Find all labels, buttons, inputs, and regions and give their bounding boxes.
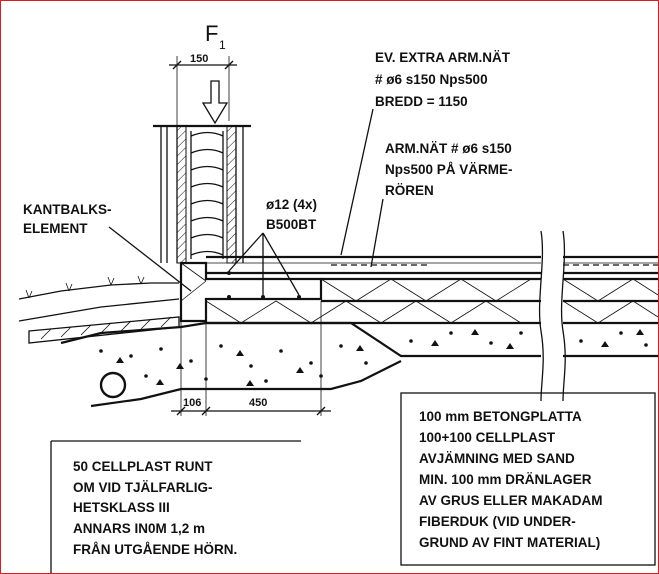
svg-text:100+100 CELLPLAST: 100+100 CELLPLAST xyxy=(419,430,556,445)
rebar-1 xyxy=(227,295,231,299)
label-rebar: ø12 (4x) B500BT xyxy=(266,197,317,232)
drain-pipe xyxy=(99,371,127,399)
force-subscript: 1 xyxy=(219,38,226,52)
wall xyxy=(153,124,251,264)
svg-text:50 CELLPLAST RUNT: 50 CELLPLAST RUNT xyxy=(73,459,213,474)
dimension-450: 450 xyxy=(249,397,267,409)
force-arrow xyxy=(201,80,229,125)
dimension-150: 150 xyxy=(190,53,208,65)
label-extra-mesh: EV. EXTRA ARM.NÄT # ø6 s150 Nps500 BREDD… xyxy=(340,50,511,256)
svg-text:ARM.NÄT # ø6 s150: ARM.NÄT # ø6 s150 xyxy=(385,141,512,156)
note-left: 50 CELLPLAST RUNT OM VID TJÄLFARLIG- HET… xyxy=(50,440,301,573)
svg-text:100 mm BETONGPLATTA: 100 mm BETONGPLATTA xyxy=(419,409,582,424)
dimension-106: 106 xyxy=(183,397,201,409)
wall-insulation xyxy=(190,131,224,259)
rebar-2 xyxy=(261,295,265,299)
svg-text:ELEMENT: ELEMENT xyxy=(23,221,88,236)
svg-text:B500BT: B500BT xyxy=(266,217,317,232)
rebar-3 xyxy=(297,295,301,299)
break-line xyxy=(538,230,566,402)
force-symbol: F xyxy=(205,21,218,46)
svg-text:FIBERDUK (VID UNDER-: FIBERDUK (VID UNDER- xyxy=(419,514,576,529)
dimensions-bottom: 106 450 xyxy=(171,301,331,416)
svg-text:RÖREN: RÖREN xyxy=(385,183,434,198)
svg-text:GRUND AV FINT MATERIAL): GRUND AV FINT MATERIAL) xyxy=(419,535,600,550)
svg-text:Nps500 PÅ VÄRME-: Nps500 PÅ VÄRME- xyxy=(385,162,513,177)
svg-text:ANNARS IN0M 1,2 m: ANNARS IN0M 1,2 m xyxy=(73,521,205,536)
wall-inner-board xyxy=(226,125,237,264)
dimension-wall-width: 150 xyxy=(169,53,237,126)
force-f1: F 1 xyxy=(201,21,229,125)
note-right: 100 mm BETONGPLATTA 100+100 CELLPLAST AV… xyxy=(400,392,656,566)
svg-text:OM VID TJÄLFARLIG-: OM VID TJÄLFARLIG- xyxy=(73,480,213,495)
svg-text:AV GRUS ELLER MAKADAM: AV GRUS ELLER MAKADAM xyxy=(419,493,603,508)
gravel-pattern xyxy=(99,329,648,386)
svg-text:AVJÄMNING MED SAND: AVJÄMNING MED SAND xyxy=(419,451,575,466)
svg-text:KANTBALKS-: KANTBALKS- xyxy=(23,202,112,217)
label-mesh: ARM.NÄT # ø6 s150 Nps500 PÅ VÄRME- RÖREN xyxy=(370,141,513,268)
svg-text:EV. EXTRA ARM.NÄT: EV. EXTRA ARM.NÄT xyxy=(375,50,511,65)
edge-beam-element xyxy=(179,232,323,323)
svg-text:# ø6 s150 Nps500: # ø6 s150 Nps500 xyxy=(375,72,488,87)
svg-text:MIN. 100 mm DRÄNLAGER: MIN. 100 mm DRÄNLAGER xyxy=(419,472,592,487)
concrete-slab xyxy=(206,255,658,275)
insulation-layers xyxy=(205,277,658,325)
rebar-leaders xyxy=(228,232,300,296)
svg-text:FRÅN UTGÅENDE HÖRN.: FRÅN UTGÅENDE HÖRN. xyxy=(73,542,237,557)
svg-text:ø12 (4x): ø12 (4x) xyxy=(266,197,317,212)
svg-text:HETSKLASS III: HETSKLASS III xyxy=(73,500,170,515)
svg-text:BREDD = 1150: BREDD = 1150 xyxy=(375,94,468,109)
wall-cladding xyxy=(176,125,187,264)
label-edge-beam: KANTBALKS- ELEMENT xyxy=(23,202,192,292)
